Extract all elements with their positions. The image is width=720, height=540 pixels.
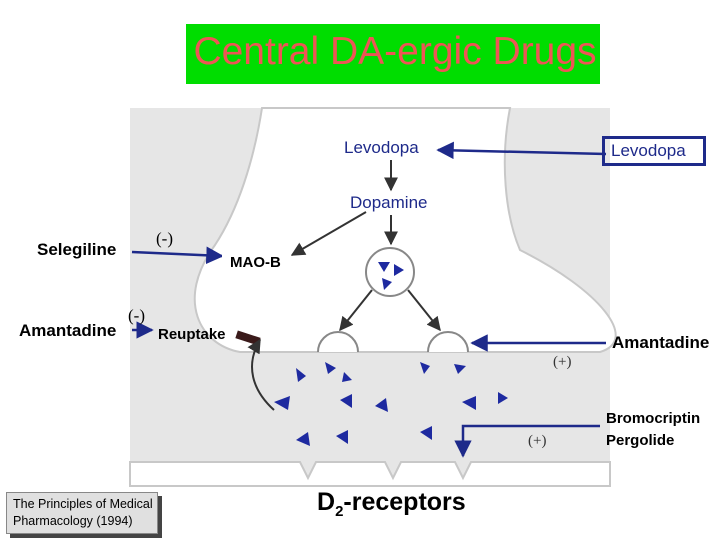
arrow-selegiline	[131, 246, 224, 265]
dopamine-molecule	[394, 264, 404, 276]
release-site-left	[317, 331, 359, 353]
arrow-reuptake	[247, 338, 275, 411]
label-selegiline-sign: (-)	[156, 229, 173, 248]
release-site-right	[427, 331, 469, 353]
title-background	[186, 24, 600, 84]
arrow-bromocriptine	[454, 424, 600, 458]
d2-prefix: D	[317, 488, 336, 516]
label-levodopa-inside: Levodopa	[344, 138, 419, 157]
arrow-vesicle-right	[407, 289, 441, 332]
dopamine-molecule	[462, 396, 476, 410]
label-release-sign: (+)	[553, 354, 572, 370]
dopamine-molecule	[296, 368, 306, 382]
label-levodopa-outside: Levodopa	[602, 136, 706, 166]
dopamine-molecule	[420, 426, 432, 440]
label-amantadine-left: Amantadine	[19, 321, 117, 340]
source-line-2: Pharmacology (1994)	[13, 514, 133, 528]
page-title: Central DA-ergic Drugs	[193, 30, 597, 73]
vesicle	[365, 247, 415, 297]
label-mao-b: MAO-B	[222, 254, 285, 271]
dopamine-molecule	[296, 432, 310, 446]
label-amantadine-left-sign: (-)	[128, 306, 145, 325]
d2-subscript: 2	[335, 503, 344, 520]
dopamine-molecule	[420, 362, 430, 374]
dopamine-molecule	[274, 396, 290, 410]
label-selegiline: Selegiline	[37, 240, 117, 259]
dopamine-molecule	[325, 362, 336, 374]
arrow-levodopa-in	[436, 141, 607, 160]
label-receptor-sign: (+)	[528, 433, 547, 449]
presynaptic-terminal	[193, 107, 617, 353]
label-amantadine-right: Amantadine	[612, 333, 710, 352]
label-dopamine: Dopamine	[350, 193, 428, 212]
dopamine-molecule	[454, 364, 466, 374]
label-pergolide: Pergolide	[606, 432, 675, 449]
dopamine-molecule	[378, 262, 390, 272]
postsynaptic-membrane	[129, 461, 611, 487]
arrow-vesicle-left	[339, 289, 373, 332]
dopamine-molecule	[340, 394, 352, 408]
label-bromocriptine: Bromocriptin	[606, 410, 701, 427]
dopamine-molecule	[498, 392, 508, 404]
label-d2-receptors: D2-receptors	[317, 488, 466, 520]
source-citation: The Principles of Medical Pharmacology (…	[6, 492, 158, 534]
dopamine-molecule	[342, 372, 352, 382]
dopamine-molecule	[336, 430, 348, 444]
source-line-1: The Principles of Medical	[13, 497, 153, 511]
arrow-dopamine-to-maob	[290, 211, 367, 256]
dopamine-molecule	[382, 278, 392, 290]
label-reuptake: Reuptake	[158, 326, 226, 343]
dopamine-molecule	[375, 398, 388, 412]
d2-suffix: -receptors	[343, 488, 466, 516]
